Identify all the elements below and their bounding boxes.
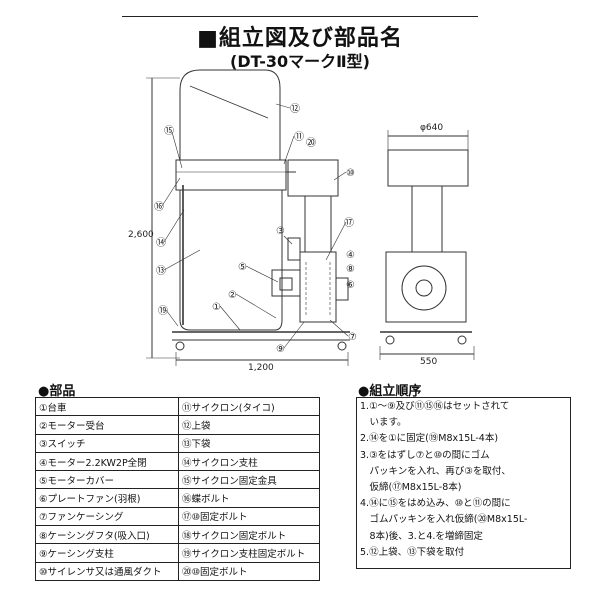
assembly-step-line: 1.①～⑨及び⑪⑮⑯はセットされて [360,401,510,412]
callout-19: ⑲ [158,305,168,317]
callout-14: ⑭ [156,237,166,249]
callout-13: ⑬ [156,265,166,277]
part-cell: ⑭サイクロン支柱 [178,451,320,472]
callout-20: ⑳ [306,137,316,149]
part-cell: ⑯蝶ボルト [178,488,320,508]
cart-wheel-left [175,341,185,351]
callout-10: ⑩ [346,168,355,179]
part-cell: ⑩サイレンサ又は通風ダクト [35,561,179,581]
assembly-step-line: 3.③をはずし⑦と⑩の間にゴム [360,449,490,461]
height-dim-label: 2,600 [128,230,154,240]
side-wheel-left [385,335,395,345]
diameter-dim-label: φ640 [420,123,443,133]
part-cell: ⑰⑩固定ボルト [178,506,320,527]
part-cell: ⑧ケーシングフタ(吸入口) [35,525,179,545]
callout-4: ④ [346,250,355,261]
part-cell: ⑱サイクロン固定ボルト [178,525,320,545]
assembly-step-line: ゴムパッキンを入れ仮締(⑳M8x15L- [360,514,528,526]
part-cell: ⑦ファンケーシング [35,506,179,527]
assembly-step-line: 5.⑫上袋、⑬下袋を取付 [360,546,465,558]
assembly-step-line: 仮締(⑰M8x15L-8本) [360,482,462,494]
side-cyclone-drum [387,149,469,187]
motor [279,277,293,291]
callout-17: ⑰ [344,217,354,229]
assembly-steps: 1.①～⑨及び⑪⑮⑯はセットされて います。 2.⑭を①に固定(⑲M8x15L-4… [356,397,571,569]
callout-9: ⑨ [276,344,285,355]
part-cell: ⑫上袋 [178,415,320,435]
parts-title: ●部品 [38,384,76,399]
part-cell: ⑥プレートファン(羽根) [35,488,179,508]
table-row: ⑥プレートファン(羽根)⑯蝶ボルト [35,488,320,508]
side-fan-hub [415,279,433,297]
side-fan-casing [385,251,467,323]
part-cell: ④モーター2.2KW2P全閉 [35,451,179,472]
part-cell: ⑤モーターカバー [35,470,179,490]
part-cell: ⑨ケーシング支柱 [35,543,179,563]
switch-box [287,237,301,261]
part-cell: ②モーター受台 [35,415,179,435]
cyclone-drum [175,159,287,191]
callout-15: ⑮ [164,125,174,137]
side-duct [411,185,443,253]
assembly-step-line: パッキンを入れ、再び③を取付、 [360,465,511,477]
assembly-drawing: 2,600 1,200 ⑫ ⑪ ⑳ ⑩ ⑰ ③ ④ ⑧ ⑥ ⑤ ② ① [128,69,475,373]
upper-bag [179,69,281,161]
assembly-step-line: います。 [360,417,407,429]
part-cell: ⑬下袋 [178,433,320,453]
callout-3: ③ [276,226,285,237]
callout-12: ⑫ [290,103,300,115]
assembly-step-line: 8本)後、3.と4.を増締固定 [360,530,483,542]
width-dim-label: 1,200 [248,363,274,373]
lower-bag [179,189,283,331]
side-width-dim-label: 550 [420,357,437,367]
part-cell: ⑪サイクロン(タイコ) [178,396,320,417]
side-fan-circle [401,265,447,311]
assembly-title: ●組立順序 [358,384,422,399]
callout-1: ① [212,302,221,313]
callout-5: ⑤ [238,262,247,273]
part-cell: ①台車 [35,396,179,417]
assembly-step-line: 2.⑭を①に固定(⑲M8x15L-4本) [360,433,499,445]
page-title: ■組立図及び部品名 [197,26,403,51]
duct-top [287,159,339,197]
table-row: ⑧ケーシングフタ(吸入口)⑱サイクロン固定ボルト [35,525,320,545]
callout-2: ② [228,290,237,301]
part-cell: ⑳⑩固定ボルト [178,561,320,581]
callout-16: ⑯ [154,201,164,213]
callout-11: ⑪ [294,131,304,143]
callout-6: ⑥ [346,280,355,291]
assembly-step-line: 4.⑭に⑮をはめ込み、⑩と⑪の間に [360,498,511,510]
callout-7: ⑦ [348,332,357,343]
callout-8: ⑧ [346,264,355,275]
casing-lid-inlet [335,277,349,301]
part-cell: ⑮サイクロン固定金具 [178,470,320,490]
callout-leaders [161,103,349,349]
callout-group: ⑫ ⑪ ⑳ ⑩ ⑰ ③ ④ ⑧ ⑥ ⑤ ② ① ⑦ ⑨ ⑮ ⑯ ⑭ ⑬ ⑲ [154,103,357,355]
fan-casing [299,251,337,323]
cart-wheel-right [337,341,347,351]
duct-body [304,195,332,253]
page-subtitle: (DT-30マークⅡ型) [230,52,370,71]
part-cell: ⑲サイクロン支柱固定ボルト [178,543,320,563]
side-wheel-right [457,335,467,345]
motor-cover [271,269,301,297]
upper-bag-fold [189,85,269,119]
title-rule [122,16,478,17]
part-cell: ③スイッチ [35,433,179,453]
